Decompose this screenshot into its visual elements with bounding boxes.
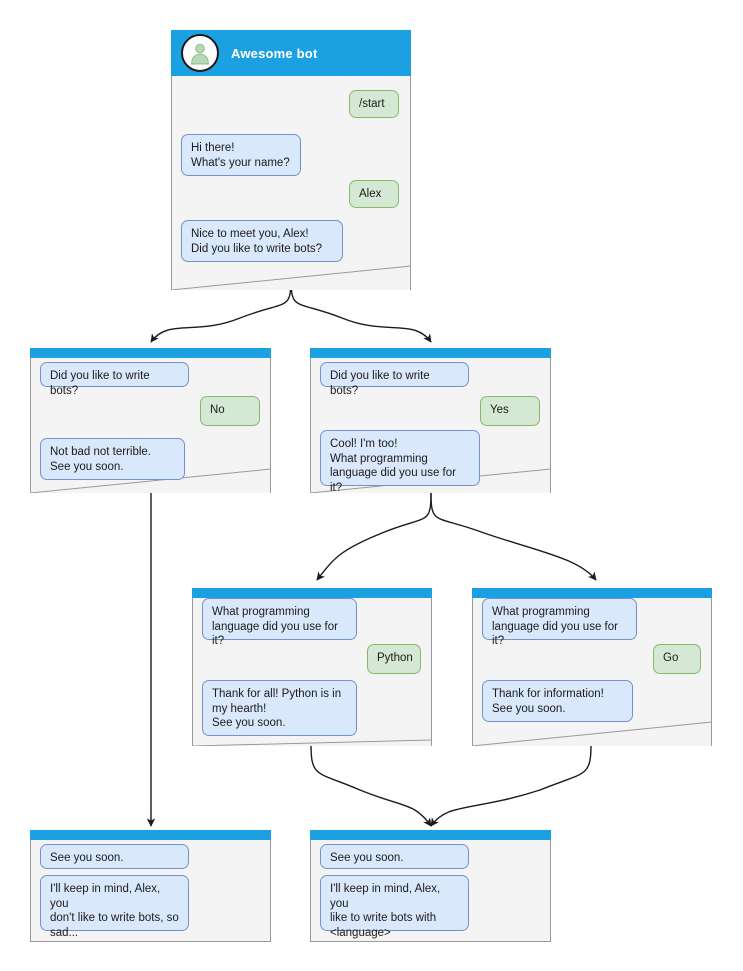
node-header-band — [30, 830, 271, 840]
root-card-title: Awesome bot — [231, 45, 318, 61]
node-root-conversation[interactable]: Awesome bot /start Hi there! What's your… — [171, 30, 411, 290]
message-bubble: Cool! I'm too! What programming language… — [320, 430, 480, 494]
message-bubble: I'll keep in mind, Alex, you like to wri… — [320, 875, 469, 939]
message-bubble: Did you like to write bots? — [320, 362, 469, 397]
message-bubble: What programming language did you use fo… — [482, 598, 637, 647]
node-header-band — [310, 830, 551, 840]
root-card-messages: /start Hi there! What's your name? Alex … — [171, 30, 411, 290]
message-bubble: Nice to meet you, Alex! Did you like to … — [181, 220, 343, 262]
python-branch-messages: What programming language did you use fo… — [192, 588, 432, 746]
go-branch-messages: What programming language did you use fo… — [472, 588, 712, 746]
node-header-band — [472, 588, 712, 598]
no-branch-messages: Did you like to write bots? No Not bad n… — [30, 348, 271, 493]
end-yes-messages: See you soon. I'll keep in mind, Alex, y… — [310, 830, 551, 942]
node-yes-branch[interactable]: Did you like to write bots? Yes Cool! I'… — [310, 348, 551, 494]
node-python-branch[interactable]: What programming language did you use fo… — [192, 588, 432, 746]
edge-yes-to-go — [430, 492, 597, 581]
message-bubble: See you soon. — [40, 844, 189, 869]
message-bubble: Hi there! What's your name? — [181, 134, 301, 176]
node-header-band — [310, 348, 551, 358]
card-bottom-slant — [472, 716, 712, 746]
node-no-branch[interactable]: Did you like to write bots? No Not bad n… — [30, 348, 271, 493]
edge-python-to-end-right — [310, 744, 432, 827]
node-go-branch[interactable]: What programming language did you use fo… — [472, 588, 712, 746]
edge-go-to-end-right — [430, 744, 592, 827]
node-end-no[interactable]: See you soon. I'll keep in mind, Alex, y… — [30, 830, 271, 942]
node-header-band — [192, 588, 432, 598]
root-card-header: Awesome bot — [171, 30, 411, 76]
message-bubble: Thank for all! Python is in my hearth! S… — [202, 680, 357, 736]
message-bubble: Not bad not terrible. See you soon. — [40, 438, 185, 480]
message-bubble: See you soon. — [320, 844, 469, 869]
message-bubble: Alex — [349, 180, 399, 208]
edge-yes-to-python — [316, 492, 432, 581]
message-bubble: Yes — [480, 396, 540, 426]
node-header-band — [30, 348, 271, 358]
message-bubble: Go — [653, 644, 701, 674]
message-bubble: Did you like to write bots? — [40, 362, 189, 397]
message-bubble: /start — [349, 90, 399, 118]
person-avatar-icon — [181, 34, 219, 72]
end-no-messages: See you soon. I'll keep in mind, Alex, y… — [30, 830, 271, 942]
yes-branch-messages: Did you like to write bots? Yes Cool! I'… — [310, 348, 551, 494]
node-end-yes[interactable]: See you soon. I'll keep in mind, Alex, y… — [310, 830, 551, 942]
message-bubble: Python — [367, 644, 421, 674]
message-bubble: What programming language did you use fo… — [202, 598, 357, 647]
message-bubble: Thank for information! See you soon. — [482, 680, 633, 722]
message-bubble: I'll keep in mind, Alex, you don't like … — [40, 875, 189, 939]
message-bubble: No — [200, 396, 260, 426]
